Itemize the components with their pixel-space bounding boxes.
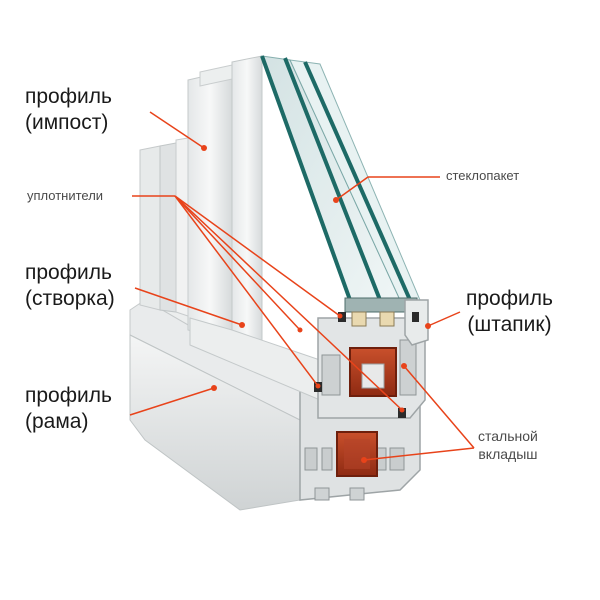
leader-frame bbox=[129, 387, 215, 416]
label-frame: профиль (рама) bbox=[25, 383, 112, 435]
label-sash-line2: (створка) bbox=[25, 287, 115, 310]
label-steel: стальной вкладыш bbox=[478, 427, 538, 463]
label-sash-line1: профиль bbox=[25, 261, 112, 284]
leader-steel-2 bbox=[363, 447, 475, 461]
leader-seals-2 bbox=[174, 195, 341, 317]
label-seals: уплотнители bbox=[27, 188, 104, 203]
leader-lines bbox=[129, 111, 475, 461]
leader-dots bbox=[201, 145, 431, 463]
leader-seals-4 bbox=[174, 195, 403, 411]
label-impost-line1: профиль bbox=[25, 85, 112, 108]
label-impost-line2: (импост) bbox=[25, 111, 109, 134]
label-frame-line1: профиль bbox=[25, 384, 112, 407]
sash-profile-body bbox=[189, 55, 321, 401]
steel-insert-sash bbox=[349, 347, 397, 397]
glazing-unit bbox=[260, 55, 421, 327]
label-impost: профиль (импост) bbox=[25, 84, 112, 136]
label-steel-line1: стальной bbox=[478, 428, 538, 444]
impost-profile bbox=[139, 61, 247, 341]
leader-seals-5 bbox=[174, 195, 301, 331]
leader-impost bbox=[149, 111, 205, 149]
label-bead: профиль (штапик) bbox=[466, 286, 553, 338]
label-glazing: стеклопакет bbox=[446, 168, 520, 183]
label-sash: профиль (створка) bbox=[25, 260, 115, 312]
glazing-bead bbox=[404, 299, 429, 346]
label-frame-line2: (рама) bbox=[25, 410, 89, 433]
leader-bead bbox=[427, 311, 461, 327]
label-bead-line1: профиль bbox=[466, 287, 553, 310]
leader-sash bbox=[134, 287, 243, 326]
leader-steel-1 bbox=[403, 365, 475, 449]
leader-seals-3 bbox=[174, 195, 319, 387]
label-bead-line2: (штапик) bbox=[467, 313, 552, 336]
label-steel-line2: вкладыш bbox=[478, 446, 538, 462]
